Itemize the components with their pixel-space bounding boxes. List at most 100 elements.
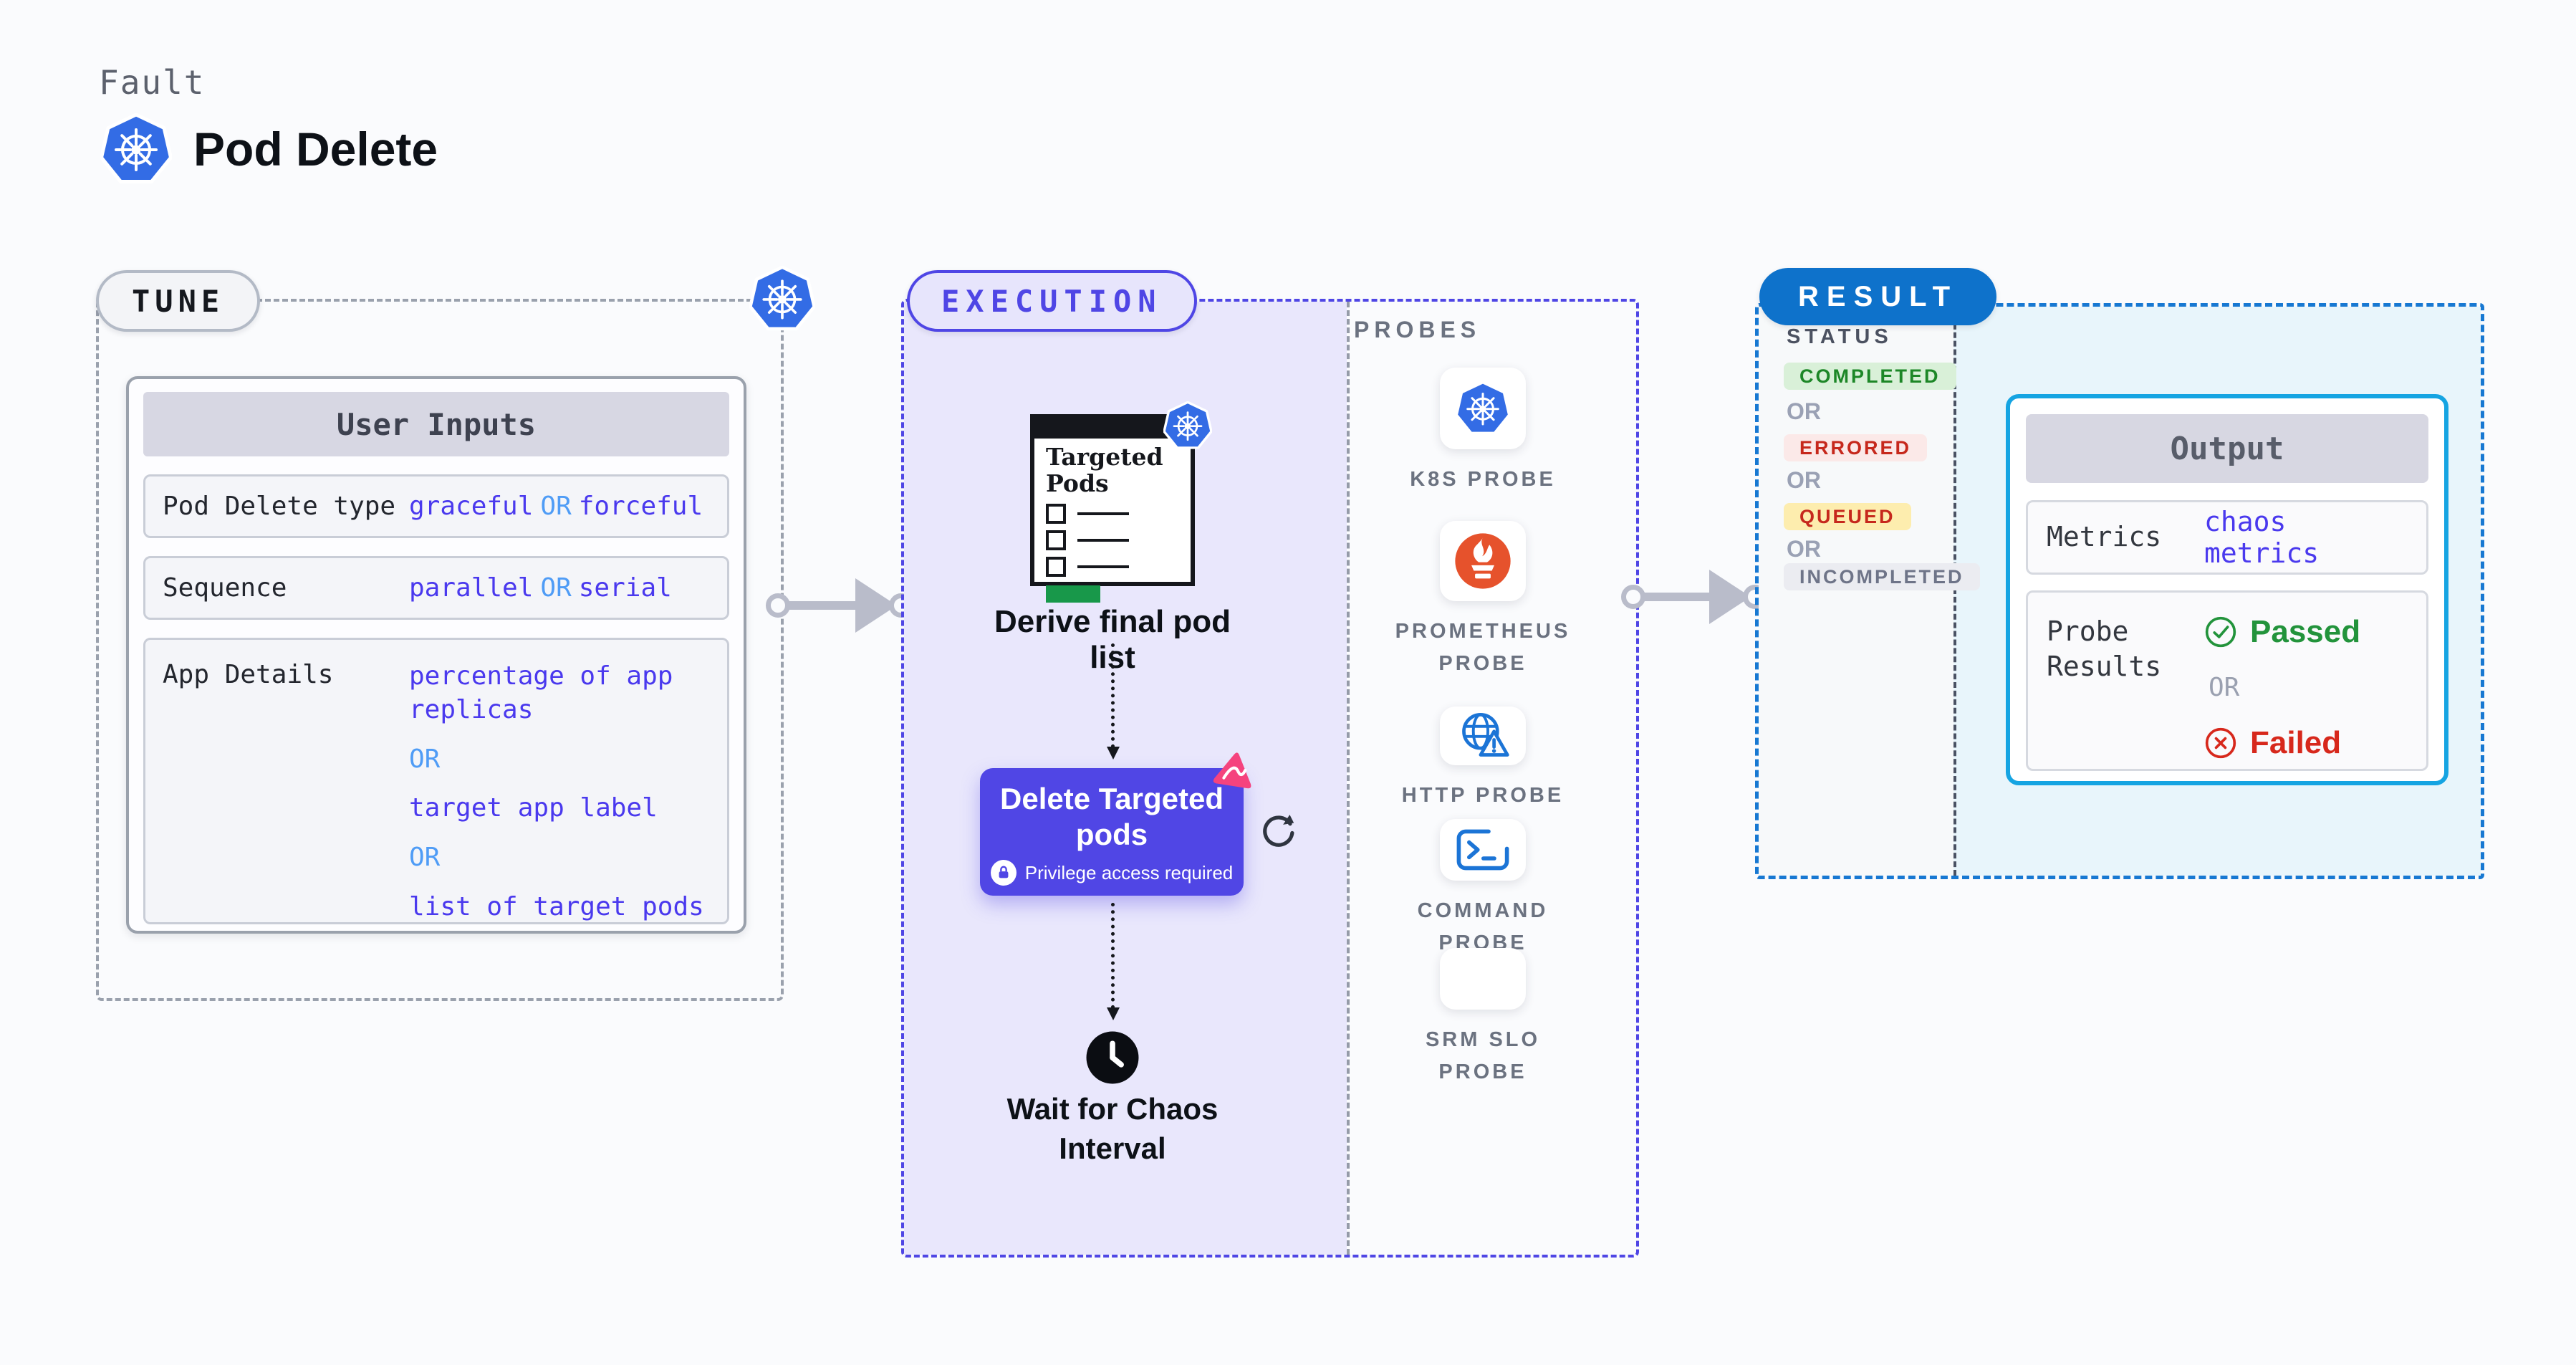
delete-step-label: Delete Targeted pods	[1000, 782, 1224, 851]
probe-name: SRM SLO PROBE	[1425, 1028, 1541, 1083]
row-label: Sequence	[163, 573, 287, 603]
output-card: Output Metrics chaos metrics Probe Resul…	[2006, 394, 2448, 785]
probe-name: PROMETHEUS PROBE	[1395, 620, 1571, 675]
derive-final-pod-list-step: Derive final pod list	[994, 604, 1231, 675]
fault-kicker: Fault	[99, 63, 206, 102]
tune-section-box	[96, 299, 784, 1001]
metrics-label: Metrics	[2047, 521, 2162, 553]
execution-pill: EXECUTION	[907, 270, 1197, 332]
srm-slo-probe-icon	[1455, 951, 1511, 1007]
value-option: list of target pods	[409, 891, 704, 921]
row-values: percentage of app replicas OR target app…	[409, 660, 710, 940]
failed-label: Failed	[2250, 725, 2342, 760]
checklist-item	[1046, 503, 1179, 524]
probe-results-row: Probe Results Passed OR Failed	[2026, 590, 2428, 771]
privilege-note-text: Privilege access required	[1024, 861, 1234, 883]
probe-k8s: K8S PROBE	[1390, 368, 1576, 496]
checklist-item	[1046, 556, 1179, 577]
row-label: App Details	[163, 660, 334, 689]
or-separator: OR	[1787, 398, 1821, 424]
page-title: Pod Delete	[193, 123, 438, 176]
probe-card	[1440, 521, 1526, 601]
status-badge-completed: COMPLETED	[1784, 363, 1956, 390]
progress-bar	[1046, 585, 1100, 603]
metrics-value: chaos metrics	[2204, 506, 2320, 569]
probe-card	[1440, 707, 1526, 765]
status-badge-incompleted: INCOMPLETED	[1784, 563, 1980, 590]
card-body: Targeted Pods	[1034, 439, 1191, 608]
user-inputs-header: User Inputs	[143, 392, 729, 456]
checkbox-icon	[1046, 556, 1066, 577]
chaos-icon	[1211, 747, 1258, 794]
probe-command: COMMAND PROBE	[1390, 819, 1576, 959]
checkbox-icon	[1046, 503, 1066, 524]
probe-card	[1440, 368, 1526, 449]
kubernetes-icon	[100, 113, 172, 185]
probe-http: HTTP PROBE	[1390, 707, 1576, 812]
output-header: Output	[2026, 414, 2428, 483]
probe-results-label: Probe Results	[2047, 616, 2162, 683]
probe-prometheus: PROMETHEUS PROBE	[1390, 521, 1576, 680]
list-line	[1077, 565, 1129, 568]
tune-to-execution-arrow	[766, 578, 913, 633]
row-label: Pod Delete type	[163, 492, 396, 521]
or-separator: OR	[409, 843, 441, 873]
connector-ring	[1621, 585, 1645, 609]
check-circle-icon	[2204, 616, 2237, 648]
arrow-shaft	[1640, 593, 1711, 601]
failed-result: Failed	[2204, 725, 2360, 761]
prometheus-probe-icon	[1453, 531, 1513, 591]
probe-results-values: Passed OR Failed	[2204, 614, 2360, 761]
input-row-app-details: App Details percentage of app replicas O…	[143, 638, 729, 924]
lock-icon	[990, 860, 1017, 886]
value-option: serial	[578, 573, 672, 603]
wait-for-chaos-interval-step: Wait for Chaos Interval	[1006, 1092, 1219, 1166]
privilege-note: Privilege access required	[980, 860, 1244, 886]
probe-name: K8S PROBE	[1410, 468, 1556, 491]
title-row: Pod Delete	[100, 113, 438, 185]
x-circle-icon	[2204, 727, 2237, 760]
or-separator: OR	[2209, 673, 2240, 702]
kubernetes-icon	[749, 266, 815, 332]
checkbox-icon	[1046, 530, 1066, 550]
connector-ring	[766, 593, 790, 618]
metrics-row: Metrics chaos metrics	[2026, 500, 2428, 575]
command-probe-icon	[1454, 827, 1512, 873]
status-column	[1759, 307, 1953, 876]
list-line	[1077, 538, 1129, 542]
or-separator: OR	[1787, 467, 1821, 493]
or-separator: OR	[540, 492, 572, 521]
passed-result: Passed	[2204, 614, 2360, 650]
targeted-pods-card: Targeted Pods	[1030, 414, 1195, 603]
result-pill: RESULT	[1759, 268, 1997, 325]
value-option: percentage of app replicas	[409, 661, 673, 724]
probe-card	[1440, 819, 1526, 881]
arrow-shaft	[785, 601, 857, 610]
status-badge-errored: ERRORED	[1784, 434, 1928, 461]
flow-connector-down	[1107, 903, 1120, 1020]
status-heading: STATUS	[1787, 325, 1893, 348]
execution-to-result-arrow	[1621, 570, 1767, 624]
flow-connector-down	[1107, 643, 1120, 760]
or-separator: OR	[540, 573, 572, 603]
or-separator: OR	[1787, 536, 1821, 562]
targeted-pods-title: Targeted Pods	[1046, 443, 1163, 497]
checklist-item	[1046, 530, 1179, 550]
k8s-probe-icon	[1456, 381, 1510, 436]
probe-card	[1440, 948, 1526, 1010]
probe-srm-slo: SRM SLO PROBE	[1390, 948, 1576, 1088]
probe-name: HTTP PROBE	[1401, 784, 1565, 807]
status-badge-queued: QUEUED	[1784, 503, 1911, 530]
kubernetes-badge-icon	[1163, 401, 1212, 450]
clock-icon	[1085, 1030, 1140, 1085]
value-option: parallel	[409, 573, 534, 603]
list-line	[1077, 512, 1129, 515]
retry-loop-icon	[1256, 810, 1298, 851]
value-option: graceful	[409, 492, 534, 521]
